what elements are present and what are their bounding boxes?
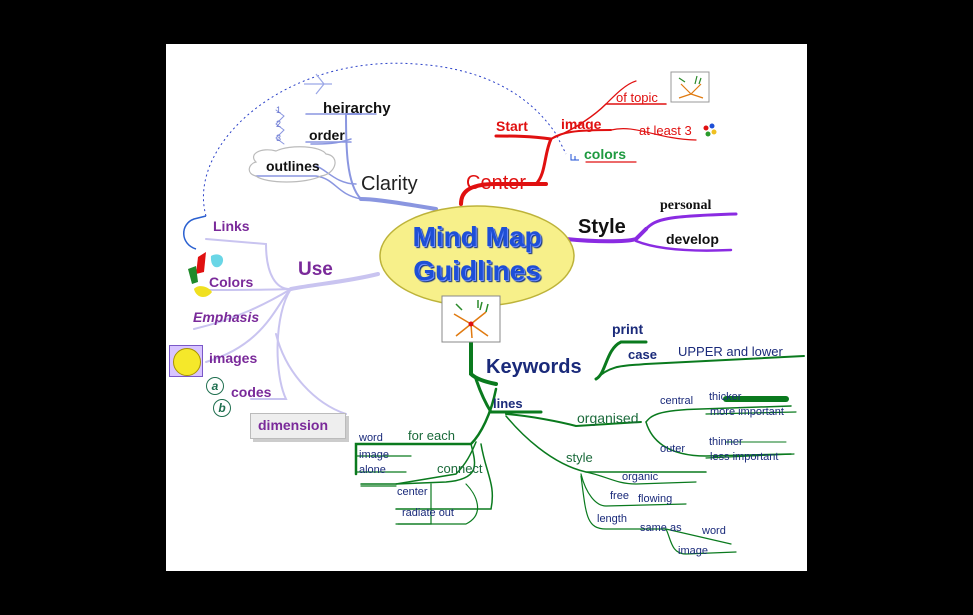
center-title-line2: Guidlines — [413, 255, 541, 286]
center-thumbnail-icon — [441, 295, 501, 343]
color-dots-icon — [703, 123, 717, 137]
at-least-label: at least 3 — [639, 123, 692, 138]
center-title: Mind Map Guidlines — [379, 220, 575, 288]
center-title-line1: Mind Map — [412, 221, 542, 252]
thinner-label: thinner — [709, 436, 743, 448]
same-as-label: same as — [640, 522, 682, 534]
case-label: case — [628, 347, 657, 362]
connect-label: connect — [437, 461, 483, 476]
trident-icon — [304, 73, 332, 95]
outlines-label: outlines — [266, 158, 320, 174]
branch-lines — [183, 62, 805, 555]
link-arrow — [183, 215, 207, 250]
upper-lower-label: UPPER and lower — [678, 344, 783, 359]
personal-label: personal — [660, 198, 712, 213]
heirarchy-number-3: 3 — [276, 133, 282, 143]
code-b-badge: b — [213, 399, 231, 417]
style-branch-label: Style — [578, 216, 626, 238]
thicker-label: thicker — [709, 391, 742, 403]
more-important-label: more important — [710, 406, 784, 418]
start-label: Start — [496, 118, 528, 134]
dimension-box — [250, 413, 346, 439]
codes-label: codes — [231, 384, 272, 400]
thumbnail-image-icon — [670, 71, 710, 103]
of-topic-label: of topic — [616, 90, 658, 105]
style-keyword-label: style — [566, 450, 593, 465]
images-label: images — [209, 350, 258, 366]
colors-center-label: colors — [584, 146, 627, 162]
heirarchy-number-2: 2 — [276, 119, 282, 129]
length-label: length — [597, 513, 627, 525]
central-label: central — [660, 395, 694, 407]
use-branch — [193, 238, 380, 415]
image-foreach-label: image — [359, 449, 389, 461]
image-label: image — [561, 116, 602, 132]
mind-map-canvas: Mind Map Guidlines Clarity heirarchy ord… — [166, 44, 807, 571]
image-same-label: image — [678, 545, 708, 557]
radiate-out-label: radiate out — [402, 507, 454, 519]
center-keyword-label: center — [397, 486, 428, 498]
code-a-badge: a — [206, 377, 224, 395]
organised-label: organised — [577, 410, 639, 426]
dimension-label: dimension — [258, 417, 329, 433]
dotted-link-line — [203, 62, 567, 217]
develop-label: develop — [666, 231, 719, 247]
clarity-branch — [255, 109, 438, 211]
organic-label: organic — [622, 471, 659, 483]
print-label: print — [612, 321, 644, 337]
center-branch-label: Center — [466, 172, 527, 194]
outline-cloud — [248, 146, 336, 183]
heirarchy-number-1: 1 — [276, 105, 282, 115]
small-tool-icon — [570, 154, 579, 161]
less-important-label: less important — [710, 451, 779, 463]
links-label: Links — [213, 218, 250, 234]
lines-label: lines — [493, 396, 523, 411]
flowing-label: flowing — [638, 493, 673, 505]
order-label: order — [309, 127, 345, 143]
keywords-branch-label: Keywords — [486, 356, 582, 378]
colors-use-label: Colors — [209, 274, 254, 290]
style-branch — [564, 212, 738, 252]
for-each-label: for each — [408, 428, 455, 443]
smiley-icon — [169, 345, 203, 377]
alone-label: alone — [359, 464, 386, 476]
color-blobs-icon — [188, 252, 224, 298]
clarity-label: Clarity — [361, 173, 418, 195]
emphasis-label: Emphasis — [193, 309, 260, 325]
free-label: free — [610, 490, 629, 502]
word-label: word — [359, 432, 383, 444]
center-branch — [459, 80, 697, 206]
outer-label: outer — [660, 443, 686, 455]
word-same-label: word — [702, 525, 726, 537]
keywords-branch — [354, 298, 805, 555]
use-branch-label: Use — [298, 259, 333, 280]
heirarchy-label: heirarchy — [323, 100, 391, 117]
